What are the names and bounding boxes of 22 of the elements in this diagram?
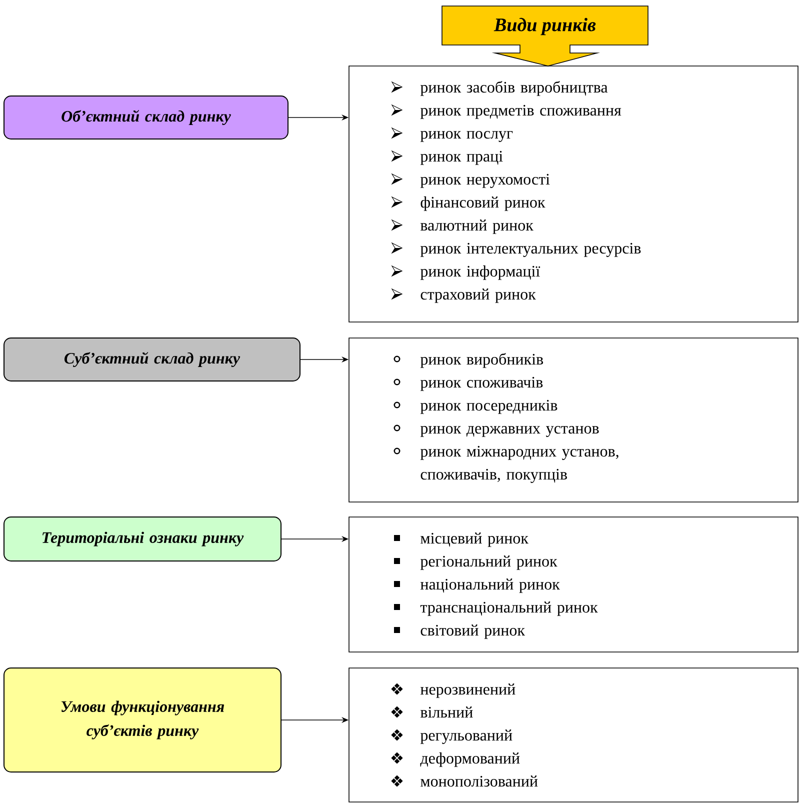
list-item: деформований	[391, 752, 520, 767]
list-item: ринок засобів виробництва	[391, 81, 608, 96]
list-item: ринок споживачів	[394, 376, 543, 391]
list-item: фінансовий ринок	[391, 196, 546, 211]
list-item: національний ринок	[394, 578, 560, 593]
list-item: регульований	[391, 729, 512, 744]
list-item: регіональний ринок	[394, 556, 558, 570]
list-item: ринок державних установ	[394, 424, 599, 437]
category-box: Умови функціонування суб’єктів ринку	[4, 668, 282, 772]
list-item: транснаціональний ринок	[394, 602, 598, 616]
list-item: монополізований	[391, 775, 538, 787]
list-item: нерозвинений	[391, 683, 516, 698]
list-item: ринок виробників	[394, 353, 544, 368]
category-box: Територіальні ознаки ринку	[4, 516, 282, 562]
list-item: вільний	[391, 706, 473, 718]
category-box: Суб’єктний склад ринку	[4, 338, 300, 382]
list-item: ринок посередників	[394, 400, 558, 414]
list-item: ринок інформації	[391, 265, 540, 280]
category-box: Об’єктний склад ринку	[4, 96, 288, 140]
list-item: світовий ринок	[394, 624, 525, 639]
list-item: місцевий ринок	[394, 532, 528, 547]
list-item: ринок міжнародних установ, споживачів, покупців	[394, 446, 618, 483]
